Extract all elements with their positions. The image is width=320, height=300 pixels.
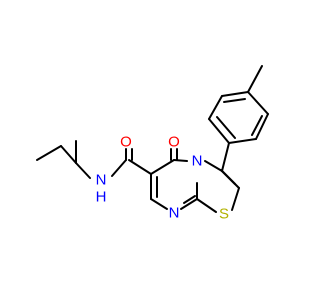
bond <box>183 195 196 204</box>
bond <box>221 91 249 97</box>
bond <box>180 198 198 210</box>
bond <box>150 198 168 210</box>
bond <box>60 145 77 164</box>
bond <box>173 159 188 162</box>
bond <box>150 159 175 175</box>
bond <box>231 187 240 211</box>
bond <box>208 95 223 120</box>
bond <box>221 142 230 172</box>
bond <box>128 159 152 175</box>
lower-nitrogen-label: N <box>169 205 180 222</box>
bridge-nitrogen-label: N <box>192 153 203 170</box>
bond <box>111 159 127 177</box>
bond <box>247 91 269 115</box>
bond <box>216 116 236 139</box>
atom-label-h: H <box>96 189 107 206</box>
bond <box>36 145 62 161</box>
bond <box>247 65 263 93</box>
amide-nitrogen: N H <box>96 172 107 206</box>
atom-layer: N H O O N N S <box>96 134 229 223</box>
bond-layer <box>36 65 269 213</box>
bond <box>196 198 217 213</box>
bond <box>220 169 236 185</box>
amide-oxygen-label: O <box>120 134 132 151</box>
molecule-structure: N H O O N N S <box>36 65 269 223</box>
bond <box>223 98 246 103</box>
atom-label-n: N <box>96 172 107 189</box>
bond <box>251 115 263 136</box>
bond <box>255 113 269 140</box>
bond <box>208 118 230 144</box>
bond <box>228 138 257 144</box>
ring-oxygen-label: O <box>168 134 180 151</box>
bond <box>204 160 223 172</box>
bond <box>75 162 91 179</box>
sulfur-label: S <box>219 206 229 223</box>
